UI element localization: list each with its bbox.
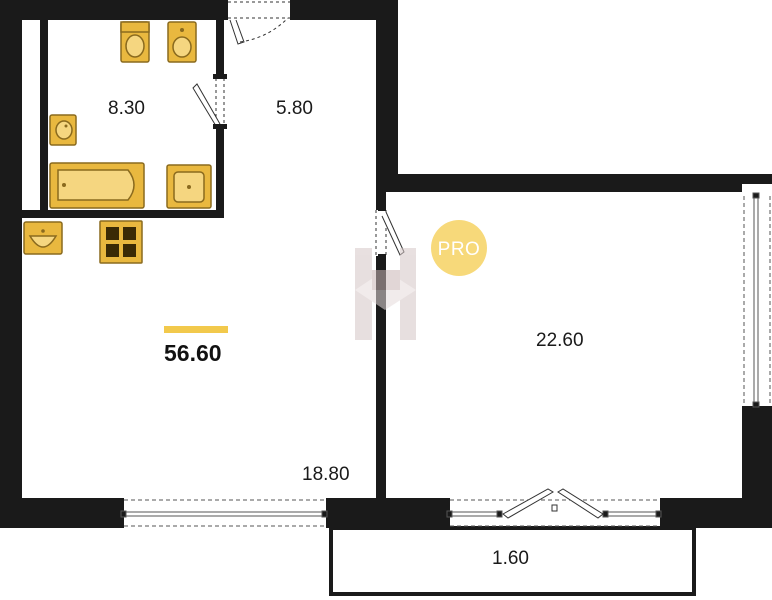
wall-bedroom-top <box>376 174 742 192</box>
toilet-icon <box>120 21 150 63</box>
sink-icon <box>49 114 77 146</box>
doors <box>192 1 405 259</box>
window-icon <box>446 488 662 527</box>
wall-partition-upper <box>376 192 386 210</box>
bathtub-icon <box>49 162 145 209</box>
window-icon <box>120 499 328 527</box>
bidet-icon <box>167 21 197 63</box>
door-swing-icon <box>228 1 290 45</box>
wall-bottom-right <box>660 498 772 528</box>
total-area-value: 56.60 <box>164 340 222 366</box>
room-area-bathroom: 8.30 <box>108 98 145 119</box>
room-area-hallway: 5.80 <box>276 98 313 119</box>
fixtures <box>23 21 212 264</box>
room-area-balcony: 1.60 <box>492 548 529 569</box>
pro-badge: PRO <box>431 220 487 276</box>
sink-icon <box>23 221 63 255</box>
logo-watermark-icon <box>355 248 416 340</box>
pro-badge-text: PRO <box>438 239 481 260</box>
wall-top-right <box>290 0 398 20</box>
stove-icon <box>99 220 143 264</box>
wall-bottom-mid <box>326 498 450 528</box>
wall-bath-right-lower <box>216 128 224 218</box>
wall-hallway-right <box>376 0 398 192</box>
balcony-outline <box>329 526 696 596</box>
sink-icon <box>166 164 212 209</box>
room-area-kitchen-living: 18.80 <box>302 464 350 485</box>
total-area-accent-bar <box>164 326 228 333</box>
windows <box>120 192 771 527</box>
wall-partition-lower <box>376 256 386 504</box>
wall-bedroom-top-end <box>742 174 772 184</box>
door-swing-icon <box>375 206 405 259</box>
wall-bath-bottom <box>22 210 222 218</box>
wall-left <box>0 0 22 516</box>
wall-bath-left <box>40 20 48 218</box>
balcony <box>329 526 696 596</box>
wall-bottom-left <box>0 498 124 528</box>
window-icon <box>743 192 771 408</box>
door-swing-icon <box>192 74 227 129</box>
walls <box>0 0 772 528</box>
total-area: 56.60 <box>164 326 228 366</box>
wall-bath-right-upper <box>216 20 224 78</box>
room-area-bedroom: 22.60 <box>536 330 584 351</box>
wall-top-left <box>0 0 228 20</box>
